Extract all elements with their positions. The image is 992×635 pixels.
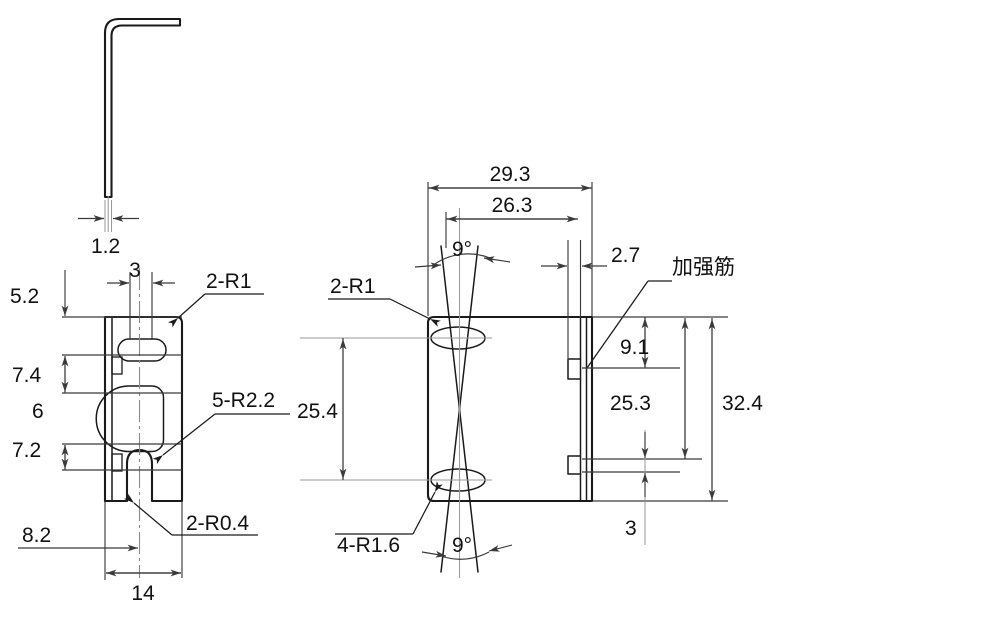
view-front: 29.3 26.3 9° 9° 2.7 25.4 2-R1 4-R1. xyxy=(297,163,763,578)
leader-2r1-left xyxy=(167,293,206,328)
dim-9deg-bottom-value: 9° xyxy=(452,534,472,557)
dim-9deg-top-arrow-l xyxy=(414,262,442,270)
callout-4r16: 4-R1.6 xyxy=(337,534,400,557)
rib-upper-cut xyxy=(567,358,582,380)
dim-9deg-top-arrow-r xyxy=(483,256,511,263)
dim-thickness-value: 1.2 xyxy=(91,235,120,258)
callout-2r1-left: 2-R1 xyxy=(206,270,252,293)
dim-3-bottom-value: 3 xyxy=(625,517,637,540)
flange-cut-lower xyxy=(111,453,123,472)
callout-2r04: 2-R0.4 xyxy=(186,512,249,535)
dim-26_3-value: 26.3 xyxy=(492,194,533,217)
dim-9deg-bot-arrow-r xyxy=(488,544,513,552)
view-side-profile: 1.2 xyxy=(78,17,182,258)
lbracket-outline xyxy=(103,17,182,199)
dim-8_2-value: 8.2 xyxy=(22,524,51,547)
dim-32_4-value: 32.4 xyxy=(722,392,763,415)
leader-2r1-front xyxy=(389,298,441,327)
dim-29_3-value: 29.3 xyxy=(490,163,531,186)
dim-6-value: 6 xyxy=(32,400,44,423)
view-left-side: 3 5.2 7.4 6 7.2 8.2 14 2-R1 xyxy=(10,259,290,605)
rib-lower-cut xyxy=(567,455,582,475)
dim-9deg-bot-arrow-l xyxy=(421,550,447,558)
dim-5_2-value: 5.2 xyxy=(10,285,39,308)
callout-5r22: 5-R2.2 xyxy=(212,389,275,412)
dim-7_2-value: 7.2 xyxy=(12,439,41,462)
slot-top-oval xyxy=(117,338,167,362)
dim-25_3-value: 25.3 xyxy=(610,392,651,415)
leader-4r16 xyxy=(412,481,443,535)
leader-2r04 xyxy=(123,493,173,536)
front-plate-outline xyxy=(426,315,594,503)
dim-9deg-top-value: 9° xyxy=(452,238,472,261)
dim-9_1-value: 9.1 xyxy=(620,336,649,359)
callout-2r1-front: 2-R1 xyxy=(330,275,376,298)
dim-25_4-value: 25.4 xyxy=(297,400,338,423)
left-plate-outline xyxy=(103,315,184,503)
leader-rib xyxy=(586,280,649,369)
dim-3-value: 3 xyxy=(129,259,141,282)
dim-7_4-value: 7.4 xyxy=(12,364,42,387)
dim-14-value: 14 xyxy=(131,582,155,605)
leader-5r22 xyxy=(152,413,216,465)
callout-reinforcing-rib: 加强筋 xyxy=(672,255,735,279)
slot-middle-oval xyxy=(95,385,165,453)
dim-2_7-value: 2.7 xyxy=(611,244,640,267)
flange-cut-upper xyxy=(111,356,123,375)
